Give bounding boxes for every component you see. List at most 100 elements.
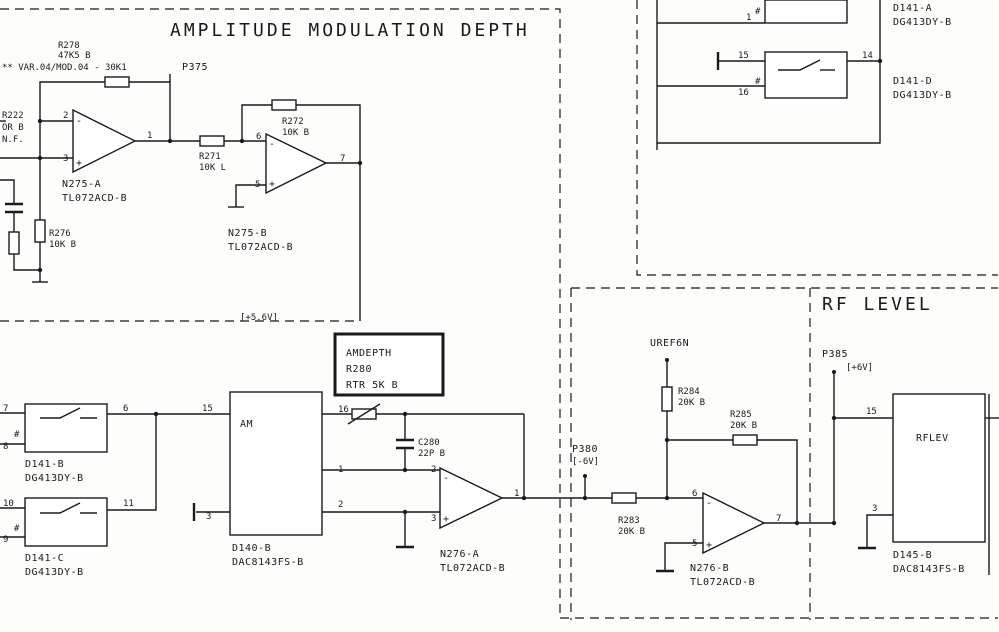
d141d-pin-sel: 16 xyxy=(738,88,749,98)
top-switch-area: 1 # D141-A DG413DY-B 15 16 # 14 D141-D D… xyxy=(656,0,952,150)
n276b-pin-noninv: 5 xyxy=(692,539,697,549)
d145b-part: DAC8143FS-B xyxy=(893,564,965,575)
r278-val: 47K5 B xyxy=(58,51,91,61)
n276a-ref: N276-A xyxy=(440,549,479,560)
d141d-hash: # xyxy=(755,77,761,87)
n275a-ref: N275-A xyxy=(62,179,101,190)
n276a-part: TL072ACD-B xyxy=(440,563,505,574)
d141c-part: DG413DY-B xyxy=(25,567,84,578)
resistor-r283 xyxy=(611,492,637,504)
n275b-part: TL072ACD-B xyxy=(228,242,293,253)
n276b-part: TL072ACD-B xyxy=(690,577,755,588)
d141d-part: DG413DY-B xyxy=(893,90,952,101)
d141d-ref: D141-D xyxy=(893,76,932,87)
d140b-label: AM xyxy=(240,419,253,430)
d140b-pin-rfb: 16 xyxy=(338,405,349,415)
d140b-part: DAC8143FS-B xyxy=(232,557,304,568)
n276a-minus: - xyxy=(443,473,450,484)
d145b-pin-ref: 15 xyxy=(866,407,877,417)
n275b-pin-inv: 6 xyxy=(256,132,261,142)
n276b-ref: N276-B xyxy=(690,563,729,574)
n276a-pin-noninv: 3 xyxy=(431,514,436,524)
d145b-ref: D145-B xyxy=(893,550,932,561)
am-depth-title: AMPLITUDE MODULATION DEPTH xyxy=(170,20,530,41)
n276b-pin-inv: 6 xyxy=(692,489,697,499)
d141c-pin-sel: 9 xyxy=(3,535,8,545)
d141b-pin-sel: 8 xyxy=(3,442,8,452)
uref-network: UREF6N R284 20K B R285 20K B xyxy=(650,338,798,523)
amdepth-line1: AMDEPTH xyxy=(346,348,392,359)
n275a-minus: - xyxy=(76,116,83,127)
d141b-pin-in: 7 xyxy=(3,404,8,414)
dac-d140b-body xyxy=(229,391,323,536)
switch-d141d xyxy=(764,51,848,99)
n275a-pin-noninv: 3 xyxy=(63,154,68,164)
supply-am-label: [+5.6V] xyxy=(240,313,278,323)
amdepth-line2: R280 xyxy=(346,364,372,375)
r284-ref: R284 xyxy=(678,387,700,397)
switch-d141c xyxy=(24,497,108,547)
n275b-minus: - xyxy=(269,139,276,150)
d140b-ref: D140-B xyxy=(232,543,271,554)
p380-voltage: [-6V] xyxy=(572,457,599,467)
r276-val: 10K B xyxy=(49,240,76,250)
resistor-r272 xyxy=(271,99,297,111)
n276a-pin-inv: 2 xyxy=(431,465,436,475)
r280-c280: C280 22P B xyxy=(322,403,524,473)
opamp-n275b xyxy=(265,132,328,195)
p385-voltage: [+6V] xyxy=(846,363,873,373)
r271-val: 10K L xyxy=(199,163,226,173)
c280-val: 22P B xyxy=(418,449,445,459)
n276a-pin-out: 1 xyxy=(514,489,519,499)
n275a-part: TL072ACD-B xyxy=(62,193,127,204)
r272-val: 10K B xyxy=(282,128,309,138)
d140b-pin-ref: 15 xyxy=(202,404,213,414)
n276b-pin-out: 7 xyxy=(776,514,781,524)
r283-ref: R283 xyxy=(618,516,640,526)
p380-label: P380 xyxy=(572,444,598,455)
opamp-n276b xyxy=(702,491,766,555)
dac-d145b-body xyxy=(892,393,986,543)
r285-ref: R285 xyxy=(730,410,752,420)
n276b-minus: - xyxy=(706,498,713,509)
p375-label: P375 xyxy=(182,62,208,73)
opamp-n276b-group: - + 6 5 7 N276-B TL072ACD-B xyxy=(656,489,834,588)
var-note: ** VAR.04/MOD.04 - 30K1 xyxy=(2,63,127,73)
n276b-plus: + xyxy=(706,540,713,551)
d141a-hash: # xyxy=(755,7,761,17)
d141b-pin-out: 6 xyxy=(123,404,128,414)
n275a-plus: + xyxy=(76,158,83,169)
n275b-pin-out: 7 xyxy=(340,154,345,164)
d141c-pin-out: 11 xyxy=(123,499,134,509)
r283-val: 20K B xyxy=(618,527,645,537)
opamp-n276a-group: - + 2 3 1 N276-A TL072ACD-B xyxy=(322,414,527,574)
resistor-r276 xyxy=(34,219,46,243)
d141c-hash: # xyxy=(14,524,20,534)
r222-val: OR B xyxy=(2,123,24,133)
p385-label: P385 xyxy=(822,349,848,360)
r284-val: 20K B xyxy=(678,398,705,408)
d141c-ref: D141-C xyxy=(25,553,64,564)
d145b-pin-gnd: 3 xyxy=(872,504,877,514)
r285-val: 20K B xyxy=(730,421,757,431)
rf-level-circuit: P385 [+6V] 15 RFLEV 3 D145-B DAC8143FS-B xyxy=(822,349,999,575)
opamp-n275a xyxy=(72,108,137,174)
d140b-pin-out2: 2 xyxy=(338,500,343,510)
r276-ref: R276 xyxy=(49,229,71,239)
p380-r283: P380 [-6V] R283 20K B xyxy=(524,444,703,537)
n275b-ref: N275-B xyxy=(228,228,267,239)
r272-ref: R272 xyxy=(282,117,304,127)
n275b-plus: + xyxy=(269,179,276,190)
d141a-part: DG413DY-B xyxy=(893,17,952,28)
n275a-pin-inv: 2 xyxy=(63,111,68,121)
d141a-ref: D141-A xyxy=(893,3,932,14)
d141b-hash: # xyxy=(14,430,20,440)
n275a-pin-out: 1 xyxy=(147,131,152,141)
r271-ref: R271 xyxy=(199,152,221,162)
d141a-pin: 1 xyxy=(746,13,751,23)
rf-level-title: RF LEVEL xyxy=(822,294,933,315)
r278-ref: R278 xyxy=(58,41,80,51)
dac-d140b: AM 15 16 1 2 3 D140-B DAC8143FS-B xyxy=(192,391,349,568)
resistor-unlabeled xyxy=(8,231,20,255)
